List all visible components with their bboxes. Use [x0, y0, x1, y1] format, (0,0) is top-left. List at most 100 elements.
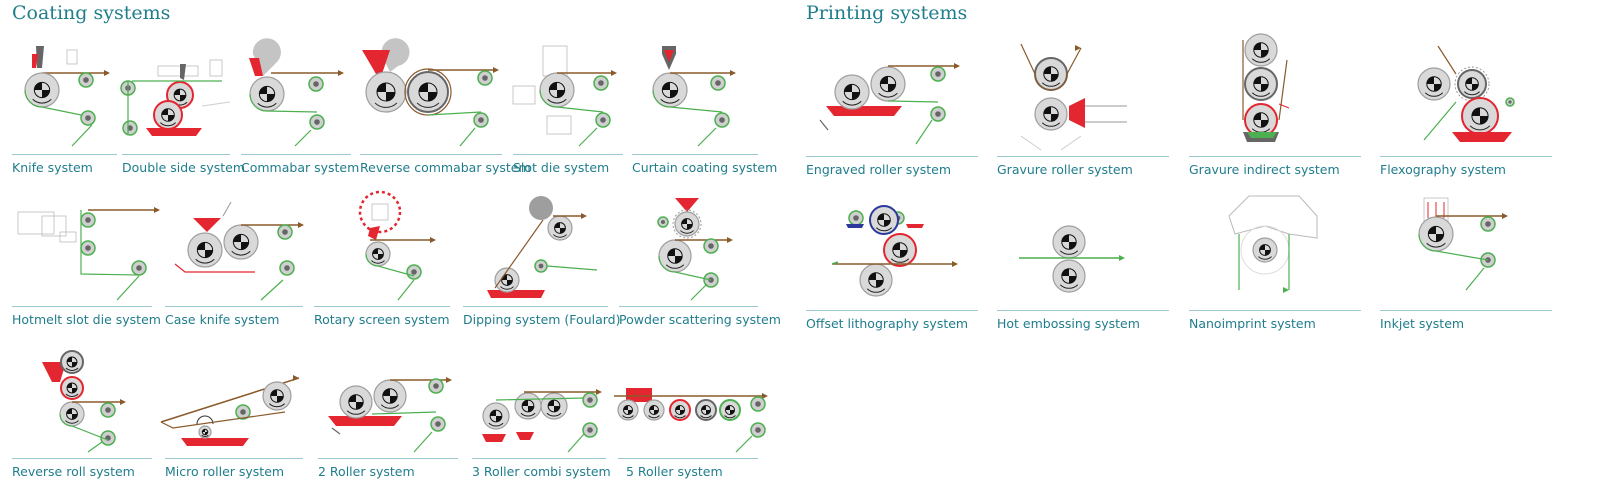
- micro-roller-system-icon: [160, 375, 300, 446]
- guide-roller-core: [719, 117, 725, 123]
- web-path: [494, 219, 544, 289]
- web-line: [578, 127, 598, 147]
- guide-roller-core: [1508, 100, 1512, 104]
- nanoimprint-system-tile[interactable]: Nanoimprint system: [1189, 194, 1361, 336]
- dipping-system-tile[interactable]: Dipping system (Foulard): [463, 192, 621, 332]
- micro-roller-system-tile[interactable]: Micro roller system: [160, 344, 303, 484]
- guide-roller-core: [284, 265, 290, 271]
- reverse-commabar-system-label: Reverse commabar system: [360, 160, 531, 175]
- powder-scattering-system-tile[interactable]: Powder scattering system: [619, 192, 781, 332]
- arrow-head: [727, 237, 733, 243]
- hotmelt-slot-die-system-icon: [17, 207, 160, 301]
- arrow-head: [120, 399, 126, 405]
- web-line: [71, 124, 93, 147]
- web-line: [1060, 135, 1082, 151]
- guide-roller-core: [313, 81, 319, 87]
- web-path: [495, 397, 585, 401]
- dip-tank: [487, 290, 545, 298]
- divider: [1189, 310, 1361, 311]
- guide-roller-core: [85, 115, 91, 121]
- web-line: [87, 441, 103, 453]
- ink-tray-left: [482, 434, 506, 442]
- roller: [339, 385, 373, 419]
- rotary-screen-system-icon: [358, 190, 436, 301]
- coating-systems-title: Coating systems: [12, 2, 171, 24]
- reverse-roll-system-label: Reverse roll system: [12, 464, 135, 479]
- ink-chamber: [1069, 98, 1085, 128]
- engraved-roller-system-tile[interactable]: Engraved roller system: [806, 40, 978, 182]
- roller: [1034, 57, 1068, 91]
- guide-roller-core: [105, 407, 111, 413]
- curtain-coating-system-tile[interactable]: Curtain coating system: [632, 40, 777, 180]
- roller: [617, 399, 639, 421]
- hot-embossing-system-label: Hot embossing system: [997, 316, 1140, 331]
- roller: [643, 399, 665, 421]
- curtain-coating-system-label: Curtain coating system: [632, 160, 778, 175]
- machine-outline: [1228, 195, 1318, 239]
- roller: [869, 205, 899, 235]
- guide-roller-core: [411, 269, 417, 275]
- rotary-screen-system-tile[interactable]: Rotary screen system: [314, 190, 450, 332]
- inkjet-system-icon: [1418, 197, 1508, 291]
- web-path: [371, 411, 437, 415]
- three-roller-combi-system-tile[interactable]: 3 Roller combi system: [472, 344, 611, 484]
- roller: [407, 71, 449, 113]
- reverse-commabar-system-tile[interactable]: Reverse commabar system: [360, 38, 531, 180]
- web-line: [222, 201, 232, 217]
- guide-roller-core: [240, 409, 246, 415]
- knife-system-tile[interactable]: Knife system: [12, 40, 117, 180]
- roller: [719, 399, 741, 421]
- machine-outline: [157, 65, 199, 77]
- guide-roller-core: [600, 117, 606, 123]
- roller: [834, 74, 870, 110]
- double-side-system-tile[interactable]: Double side system: [120, 40, 245, 180]
- divider: [997, 156, 1169, 157]
- inkjet-system-tile[interactable]: Inkjet system: [1380, 194, 1552, 336]
- web-path: [127, 80, 222, 135]
- case-knife-system-tile[interactable]: Case knife system: [165, 192, 304, 332]
- roller: [1244, 33, 1278, 67]
- coating-wedge: [193, 218, 221, 232]
- guide-roller-core: [853, 215, 859, 221]
- roller: [514, 392, 542, 420]
- hotmelt-slot-die-system-tile[interactable]: Hotmelt slot die system: [12, 192, 161, 332]
- roller: [1052, 225, 1086, 259]
- web-path: [1423, 101, 1457, 141]
- reverse-roll-system-tile[interactable]: Reverse roll system: [12, 344, 152, 484]
- guide-roller-core: [83, 77, 89, 83]
- inkjet-system-label: Inkjet system: [1380, 316, 1465, 331]
- web-line: [294, 129, 312, 147]
- web-line: [413, 431, 433, 453]
- five-roller-system-tile[interactable]: 5 Roller system: [614, 344, 768, 484]
- offset-lithography-system-tile[interactable]: Offset lithography system: [806, 194, 978, 336]
- gravure-indirect-system-tile[interactable]: Gravure indirect system: [1189, 33, 1361, 182]
- arrow-head: [430, 237, 436, 243]
- slot-die-system-tile[interactable]: Slot die system: [512, 40, 623, 180]
- knife-blade: [36, 46, 44, 68]
- machine-outline: [512, 85, 536, 105]
- flexography-system-tile[interactable]: Flexography system: [1380, 40, 1552, 182]
- divider: [1380, 310, 1552, 311]
- two-roller-system-tile[interactable]: 2 Roller system: [318, 344, 458, 484]
- guide-roller-core: [282, 229, 288, 235]
- flexography-system-icon: [1417, 45, 1515, 142]
- arrow-head: [581, 213, 587, 219]
- guide-roller-core: [598, 80, 604, 86]
- web-path: [80, 210, 140, 276]
- gravure-roller-system-tile[interactable]: Gravure roller system: [997, 40, 1169, 182]
- arrow-head: [104, 70, 110, 76]
- powder-hopper: [675, 198, 699, 212]
- divider: [806, 310, 978, 311]
- arrow-head: [611, 70, 617, 76]
- hot-embossing-system-tile[interactable]: Hot embossing system: [997, 194, 1169, 336]
- roller: [60, 350, 84, 374]
- roller: [223, 224, 259, 260]
- commabar-system-tile[interactable]: Commabar system: [241, 38, 359, 180]
- guide-roller-core: [85, 245, 91, 251]
- arrow-head: [954, 63, 960, 69]
- roller: [1052, 259, 1086, 293]
- web-path: [887, 100, 939, 103]
- guide-roller-core: [661, 220, 665, 224]
- web-path: [658, 255, 712, 281]
- divider: [619, 306, 758, 307]
